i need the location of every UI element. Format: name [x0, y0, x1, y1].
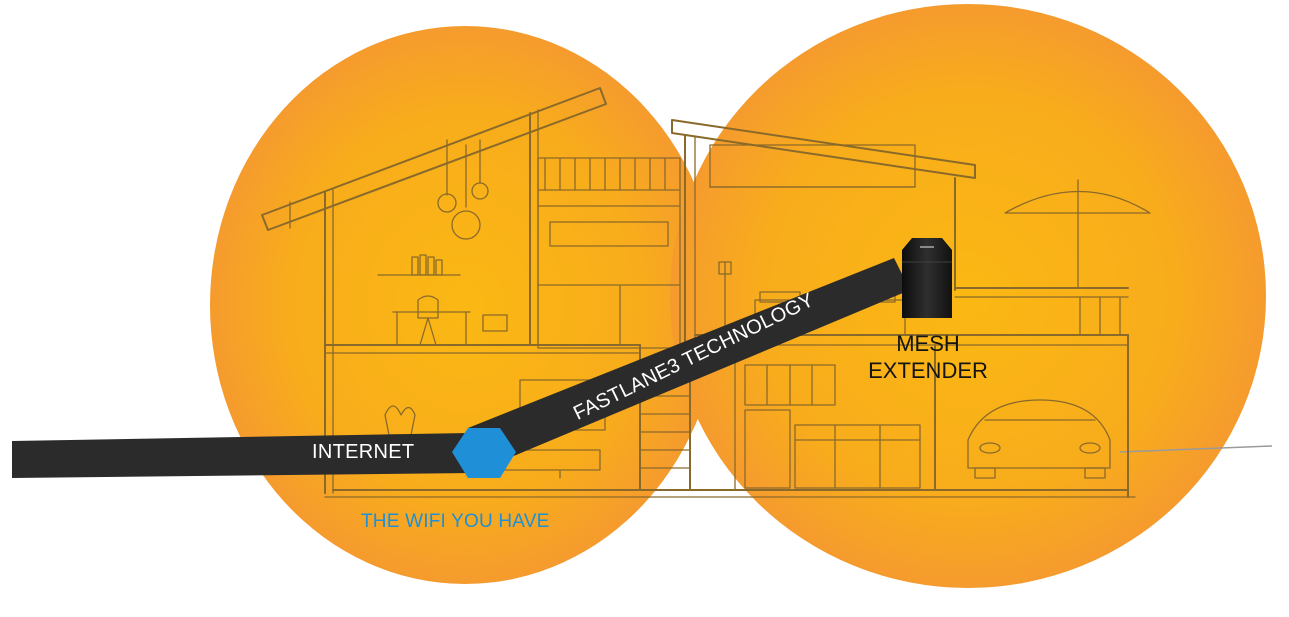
house-illustration — [261, 87, 1151, 498]
wifi-you-have-label: THE WIFI YOU HAVE — [361, 511, 550, 532]
mesh-extender-label: MESH EXTENDER — [858, 330, 998, 384]
mesh-label-line2: EXTENDER — [868, 358, 988, 383]
internet-cable — [12, 433, 474, 478]
router-coverage-area — [210, 26, 720, 584]
hexagon-router-icon — [452, 428, 516, 478]
mesh-extender-icon — [902, 238, 952, 318]
mesh-label-line1: MESH — [896, 331, 960, 356]
ground-line — [1119, 445, 1273, 453]
internet-label: INTERNET — [312, 441, 415, 463]
fastlane3-backhaul-cable — [468, 258, 910, 468]
extender-coverage-area — [670, 4, 1266, 588]
